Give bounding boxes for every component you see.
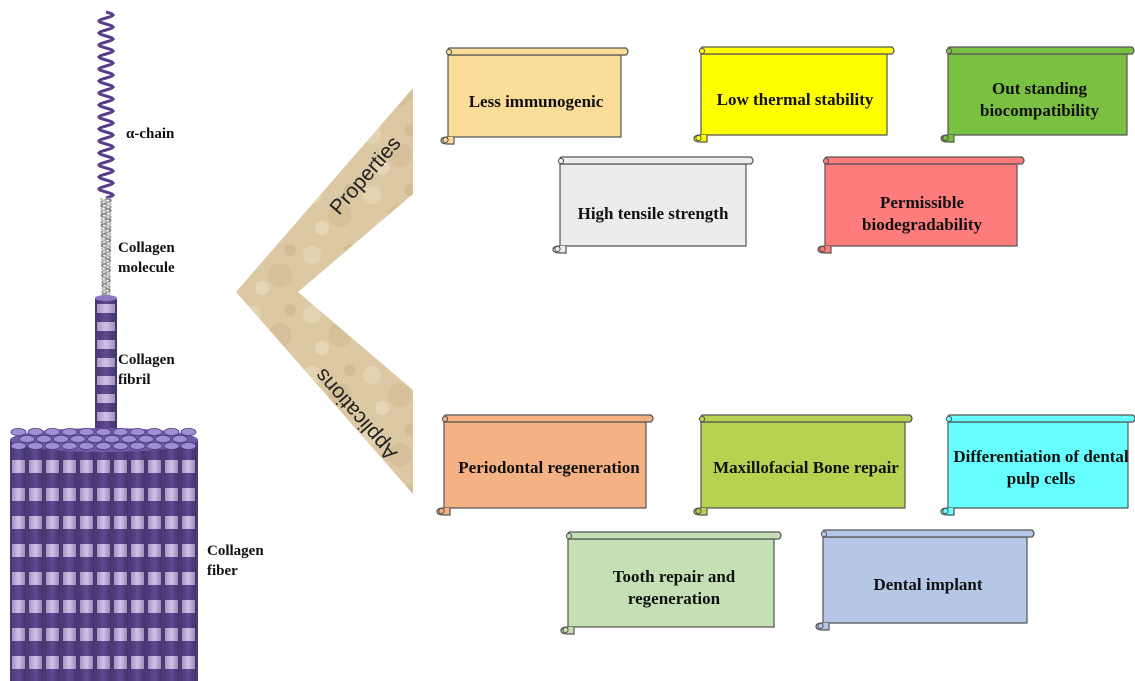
collagen-fibril-rod (95, 295, 117, 445)
property-less-immunogenic: Less immunogenic (468, 92, 604, 111)
application-periodontal-regeneration: Periodontal regeneration (458, 458, 640, 477)
collagen-molecule-label: Collagen molecule (118, 240, 175, 276)
collagen-fibril-label: Collagen fibril (118, 352, 175, 388)
application-dental-implant: Dental implant (873, 575, 983, 594)
scroll-low-thermal-stability (693, 46, 895, 143)
application-differentiation-dental-pulp: Differentiation of dental pulp cells (953, 447, 1129, 488)
property-low-thermal-stability: Low thermal stability (716, 90, 874, 109)
scroll-high-tensile-strength (552, 156, 754, 254)
scroll-less-immunogenic (440, 47, 629, 145)
alpha-chain-wave (96, 10, 116, 200)
application-tooth-repair-regeneration: Tooth repair and regeneration (612, 567, 736, 608)
scroll-out-standing-biocompatibility (940, 46, 1135, 143)
alpha-chain-label: α-chain (126, 126, 175, 142)
property-permissible-biodegradability: Permissible biodegradability (862, 193, 982, 234)
collagen-fiber-label: Collagen fiber (207, 543, 264, 579)
scroll-dental-implant (815, 529, 1035, 631)
property-out-standing-biocompatibility: Out standing biocompatibility (979, 79, 1099, 120)
applications-branch (236, 292, 413, 494)
scroll-tooth-repair-regeneration (560, 531, 782, 635)
scroll-periodontal-regeneration (436, 414, 654, 516)
application-maxillofacial-bone-repair: Maxillofacial Bone repair (713, 458, 899, 477)
scroll-differentiation-dental-pulp (940, 414, 1135, 516)
scroll-permissible-biodegradability (817, 156, 1025, 254)
collagen-fiber-bundle (10, 427, 198, 681)
scroll-maxillofacial-bone-repair (693, 414, 913, 516)
properties-branch (236, 88, 413, 292)
collagen-molecule-helix (99, 197, 112, 299)
property-high-tensile-strength: High tensile strength (577, 204, 729, 223)
